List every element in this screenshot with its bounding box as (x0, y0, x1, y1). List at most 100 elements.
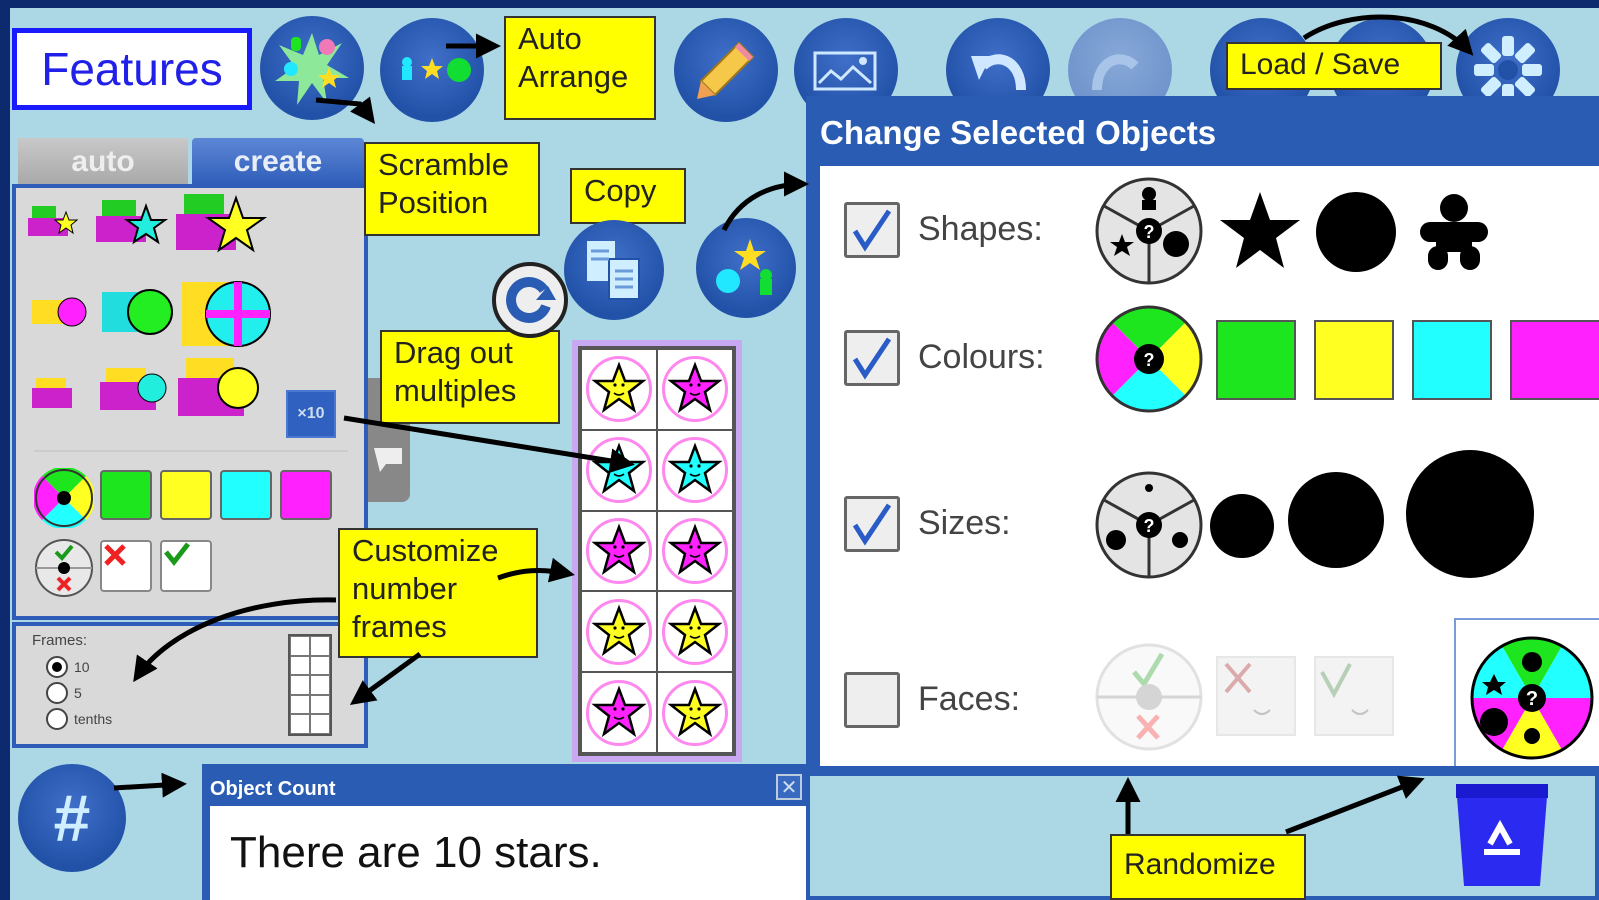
radio[interactable] (46, 708, 68, 730)
colour-option-magenta[interactable] (1510, 320, 1599, 400)
colour-option-yellow[interactable] (1314, 320, 1394, 400)
change-selected-button[interactable] (696, 218, 796, 318)
frames-panel: Frames: 10 5 tenths (12, 622, 368, 748)
happy-face-option-disabled[interactable] (1314, 656, 1394, 736)
ten-frame-cell[interactable] (657, 672, 733, 753)
size-option-small[interactable] (1210, 494, 1274, 558)
star-icon (591, 604, 647, 656)
star-counter[interactable] (586, 517, 652, 584)
ten-frame-cell[interactable] (657, 349, 733, 430)
star-icon (591, 361, 647, 414)
star-counter[interactable] (662, 356, 728, 423)
ten-frame-template[interactable] (288, 634, 332, 736)
person-stamp-small (32, 378, 72, 408)
colour-swatch-magenta[interactable] (280, 470, 332, 520)
person-stamp-large (178, 358, 259, 416)
size-option-medium[interactable] (1288, 472, 1384, 568)
callout-line: Scramble (378, 147, 509, 182)
random-face-wheel-icon[interactable] (1094, 642, 1204, 752)
tab-create[interactable]: create (192, 138, 364, 186)
arrange-icon (402, 57, 471, 82)
circle-shape-option[interactable] (1314, 190, 1398, 274)
callout-drag-out: Drag out multiples (380, 330, 560, 424)
colour-option-green[interactable] (1216, 320, 1296, 400)
callout-line: Position (378, 185, 489, 220)
radio[interactable] (46, 682, 68, 704)
happy-face-option[interactable] (160, 540, 212, 592)
random-shape-wheel-icon[interactable]: ? (1094, 176, 1204, 286)
person-shape-option[interactable] (1412, 190, 1496, 274)
colour-swatch-green[interactable] (100, 470, 152, 520)
sizes-checkbox[interactable] (844, 496, 900, 552)
radio-selected[interactable] (46, 656, 68, 678)
size-option-large[interactable] (1406, 450, 1534, 578)
star-icon (591, 685, 647, 737)
ten-frame-cell[interactable] (581, 349, 657, 430)
dialog-title: Change Selected Objects (820, 114, 1217, 151)
auto-arrange-button[interactable] (380, 18, 484, 122)
sad-face-option[interactable] (100, 540, 152, 592)
colour-swatch-yellow[interactable] (160, 470, 212, 520)
randomize-all-button[interactable]: ? (1454, 618, 1599, 766)
ten-frame-cell[interactable] (581, 672, 657, 753)
random-face-wheel-icon[interactable] (34, 538, 94, 598)
colour-swatch-cyan[interactable] (220, 470, 272, 520)
star-stamp-large (176, 194, 268, 253)
trash-button[interactable] (1452, 780, 1552, 890)
tab-auto[interactable]: auto (18, 138, 188, 186)
sad-face-option-disabled[interactable] (1216, 656, 1296, 736)
ten-frame-cell[interactable] (581, 510, 657, 592)
ten-frame-cell[interactable] (581, 429, 657, 511)
star-icon (667, 523, 723, 576)
frames-option-tenths[interactable]: tenths (46, 708, 112, 730)
object-count-title: Object Count (210, 778, 336, 800)
star-icon (667, 442, 723, 495)
count-button[interactable]: # (18, 764, 126, 872)
wrong-mark-icon (104, 544, 126, 566)
ten-frame-cell[interactable] (657, 591, 733, 673)
frames-option-5[interactable]: 5 (46, 682, 112, 704)
star-counter[interactable] (662, 437, 728, 504)
star-icon (667, 604, 723, 656)
star-counter[interactable] (586, 679, 652, 746)
person-stamp-medium (100, 368, 167, 410)
frames-option-10[interactable]: 10 (46, 656, 112, 678)
shapes-checkbox[interactable] (844, 202, 900, 258)
app-canvas: Features (10, 8, 1599, 900)
ten-frame[interactable] (572, 340, 742, 762)
random-size-wheel-icon[interactable]: ? (1094, 470, 1204, 580)
callout-auto-arrange: Auto Arrange (504, 16, 656, 120)
ten-frame-cell[interactable] (581, 591, 657, 673)
random-colour-wheel-icon[interactable] (34, 468, 94, 528)
colours-checkbox[interactable] (844, 330, 900, 386)
ten-frame-cell[interactable] (657, 429, 733, 511)
redo-icon (1092, 54, 1139, 91)
star-counter[interactable] (586, 598, 652, 665)
colour-option-cyan[interactable] (1412, 320, 1492, 400)
callout-scramble: Scramble Position (364, 142, 540, 236)
frames-options: 10 5 tenths (46, 656, 112, 730)
check-mark-icon (164, 542, 190, 567)
star-shape-option[interactable] (1218, 190, 1302, 274)
callout-randomize: Randomize (1110, 834, 1306, 900)
multiplier-dropdown[interactable]: ×10 (286, 390, 336, 438)
rotate-handle[interactable] (492, 262, 568, 338)
star-counter[interactable] (662, 679, 728, 746)
svg-text:?: ? (1144, 350, 1155, 370)
copy-button[interactable] (564, 220, 664, 320)
arrow-left-icon (374, 448, 402, 472)
colours-label: Colours: (918, 338, 1045, 376)
scramble-icon (275, 33, 349, 105)
pencil-button[interactable] (674, 18, 778, 122)
star-icon (667, 685, 723, 737)
star-counter[interactable] (662, 517, 728, 584)
ten-frame-cell[interactable] (657, 510, 733, 592)
star-counter[interactable] (662, 598, 728, 665)
svg-text:?: ? (1144, 516, 1155, 536)
close-icon[interactable]: ✕ (776, 774, 802, 800)
faces-checkbox[interactable] (844, 672, 900, 728)
scramble-position-button[interactable] (260, 16, 364, 120)
random-colour-wheel-icon[interactable]: ? (1094, 304, 1204, 414)
star-counter[interactable] (586, 356, 652, 423)
star-counter[interactable] (586, 437, 652, 504)
